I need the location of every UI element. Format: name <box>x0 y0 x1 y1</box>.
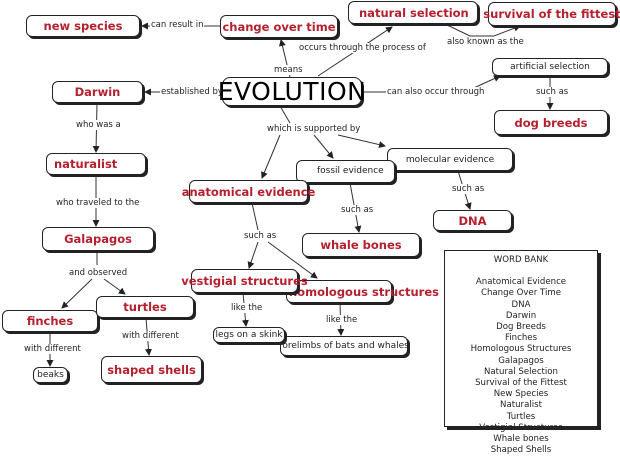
link-label-can-also-occur: can also occur through <box>386 87 486 97</box>
link-and-observed-turtles <box>103 278 126 295</box>
node-label: DNA <box>458 213 487 228</box>
node-homologous-structures[interactable]: homologous structures <box>286 280 439 303</box>
node-label: natural selection <box>359 5 469 20</box>
node-label: finches <box>26 314 74 328</box>
node-label: anatomical evidence <box>181 184 316 199</box>
word-bank-title: WORD BANK <box>493 255 549 265</box>
link-such-as-anatomical <box>251 202 259 231</box>
word-bank-item: Dog Breeds <box>496 322 546 333</box>
node-evolution[interactable]: EVOLUTION <box>218 77 366 106</box>
link-label-and-observed: and observed <box>68 268 129 278</box>
node-finches[interactable]: finches <box>2 310 98 332</box>
link-label-with-different-finches: with different <box>23 344 82 354</box>
word-bank-item: Shaped Shells <box>490 445 552 456</box>
node-label: survival of the fittest <box>483 7 620 21</box>
word-bank-item: Naturalist <box>500 400 542 411</box>
node-natural-selection[interactable]: natural selection <box>348 1 478 24</box>
link-label-occurs-through: occurs through the process of <box>298 43 427 53</box>
node-label: change over time <box>222 19 336 34</box>
node-beaks[interactable]: beaks <box>33 367 68 383</box>
link-label-such-as-anatomical: such as <box>243 231 278 241</box>
link-label-which-is-supported-by: which is supported by <box>266 124 362 134</box>
node-label: new species <box>43 19 123 33</box>
node-label: dog breeds <box>514 115 588 130</box>
node-label: Darwin <box>74 85 121 99</box>
link-to-anatomical <box>261 134 281 179</box>
node-label: homologous structures <box>289 284 439 299</box>
node-label: EVOLUTION <box>217 77 367 106</box>
link-label-like-the-vestigial: like the <box>230 303 264 313</box>
node-label: Galapagos <box>64 232 132 246</box>
word-bank-item: Whale bones <box>493 434 549 445</box>
word-bank-item: Vestigial Structures <box>479 422 563 433</box>
node-new-species[interactable]: new species <box>26 15 140 37</box>
link-label-also-known-as: also known as the <box>446 37 525 47</box>
word-bank-item: Finches <box>504 333 538 344</box>
node-label: whale bones <box>320 238 402 252</box>
link-to-homologous <box>267 241 318 279</box>
link-label-such-as-dog: such as <box>535 87 570 97</box>
link-label-such-as-fossil: such as <box>340 205 375 215</box>
link-label-like-the-homologous: like the <box>325 315 359 325</box>
link-to-fossil <box>313 134 334 159</box>
node-label: shaped shells <box>107 362 196 377</box>
node-forelimbs[interactable]: forelimbs of bats and whales <box>279 336 409 356</box>
node-label: turtles <box>123 300 167 314</box>
node-shaped-shells[interactable]: shaped shells <box>101 356 202 383</box>
node-label: artificial selection <box>510 62 590 72</box>
node-legs-on-a-skink[interactable]: legs on a skink <box>213 327 285 343</box>
link-label-who-traveled: who traveled to the <box>55 198 141 208</box>
link-label-such-as-molecular: such as <box>451 184 486 194</box>
node-anatomical-evidence[interactable]: anatomical evidence <box>182 180 315 203</box>
word-bank-item: Galapagos <box>498 355 544 366</box>
node-molecular-evidence[interactable]: molecular evidence <box>387 148 513 171</box>
link-label-can-result-in: can result in <box>150 20 205 30</box>
node-label: forelimbs of bats and whales <box>279 341 409 351</box>
node-dog-breeds[interactable]: dog breeds <box>494 110 608 135</box>
node-darwin[interactable]: Darwin <box>52 81 143 103</box>
node-dna[interactable]: DNA <box>433 210 512 231</box>
node-turtles[interactable]: turtles <box>96 296 194 318</box>
node-change-over-time[interactable]: change over time <box>220 15 338 38</box>
link-label-who-was-a: who was a <box>75 120 122 130</box>
node-artificial-selection[interactable]: artificial selection <box>492 58 608 76</box>
word-bank-item: Anatomical Evidence <box>475 277 567 288</box>
node-survival-of-the-fittest[interactable]: survival of the fittest <box>483 2 620 26</box>
node-fossil-evidence[interactable]: fossil evidence <box>296 160 395 183</box>
word-bank-item: Turtles <box>506 411 536 422</box>
node-galapagos[interactable]: Galapagos <box>42 227 154 251</box>
link-and-observed-finches <box>61 278 93 309</box>
link-supported-stem <box>279 105 291 124</box>
word-bank-item: DNA <box>511 299 531 310</box>
node-naturalist[interactable]: naturalist <box>46 153 146 175</box>
node-label: molecular evidence <box>405 154 495 165</box>
link-also-known-as <box>444 23 521 37</box>
node-label: legs on a skink <box>215 330 283 340</box>
node-label: fossil evidence <box>317 166 384 176</box>
word-bank-item: Homologous Structures <box>470 344 572 355</box>
link-label-with-different-turtles: with different <box>121 331 180 341</box>
word-bank-item: Natural Selection <box>483 366 559 377</box>
link-label-established-by: established by <box>160 87 224 97</box>
node-vestigial-structures[interactable]: vestigial structures <box>181 269 308 293</box>
word-bank-item: New Species <box>493 389 549 400</box>
node-label: vestigial structures <box>181 274 308 288</box>
link-to-vestigial <box>247 241 259 269</box>
link-to-molecular <box>337 134 386 149</box>
node-label: naturalist <box>54 157 118 171</box>
word-bank-item: Survival of the Fittest <box>475 378 567 389</box>
word-bank-item: Change Over Time <box>480 288 562 299</box>
node-whale-bones[interactable]: whale bones <box>302 233 420 257</box>
word-bank-item: Darwin <box>505 310 537 321</box>
link-label-means: means <box>273 65 304 75</box>
node-label: beaks <box>37 370 64 380</box>
